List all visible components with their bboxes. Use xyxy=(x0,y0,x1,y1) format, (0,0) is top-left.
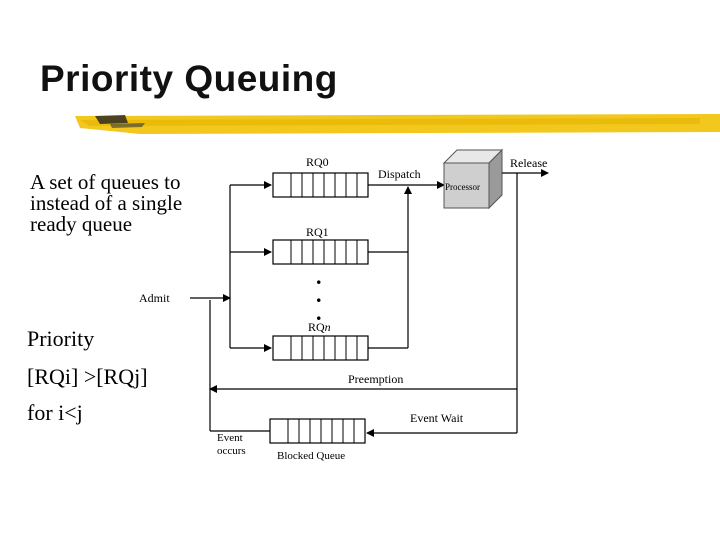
queue-rq0 xyxy=(272,172,369,198)
admit-label: Admit xyxy=(139,291,170,305)
rq1-label: RQ1 xyxy=(306,225,329,239)
queue-rqn xyxy=(272,335,369,361)
processor-label: Processor xyxy=(445,182,480,192)
priority-rule-condition: for i<j xyxy=(27,400,83,425)
ellipsis-dot-2: . xyxy=(316,282,322,307)
preemption-label: Preemption xyxy=(348,372,403,386)
queue-rq1 xyxy=(272,239,369,265)
queue-blocked xyxy=(269,418,366,444)
dispatch-label: Dispatch xyxy=(378,167,421,181)
event-occurs-label-line2: occurs xyxy=(217,445,246,457)
blocked-queue-label: Blocked Queue xyxy=(277,450,345,462)
rq0-label: RQ0 xyxy=(306,155,329,169)
priority-rule-comparison: [RQi] >[RQj] xyxy=(27,364,148,389)
event-wait-label: Event Wait xyxy=(410,411,464,425)
slide-title: Priority Queuing xyxy=(40,58,338,99)
rqn-label: RQn xyxy=(308,320,331,334)
priority-label: Priority xyxy=(27,326,95,351)
ellipsis-dot-3: . xyxy=(316,300,322,325)
event-occurs-label-line1: Event xyxy=(217,432,243,444)
description-text: A set of queues to instead of a single r… xyxy=(30,170,183,236)
ellipsis-dot-1: . xyxy=(316,264,322,289)
release-label: Release xyxy=(510,156,547,170)
processor-box xyxy=(442,148,504,210)
